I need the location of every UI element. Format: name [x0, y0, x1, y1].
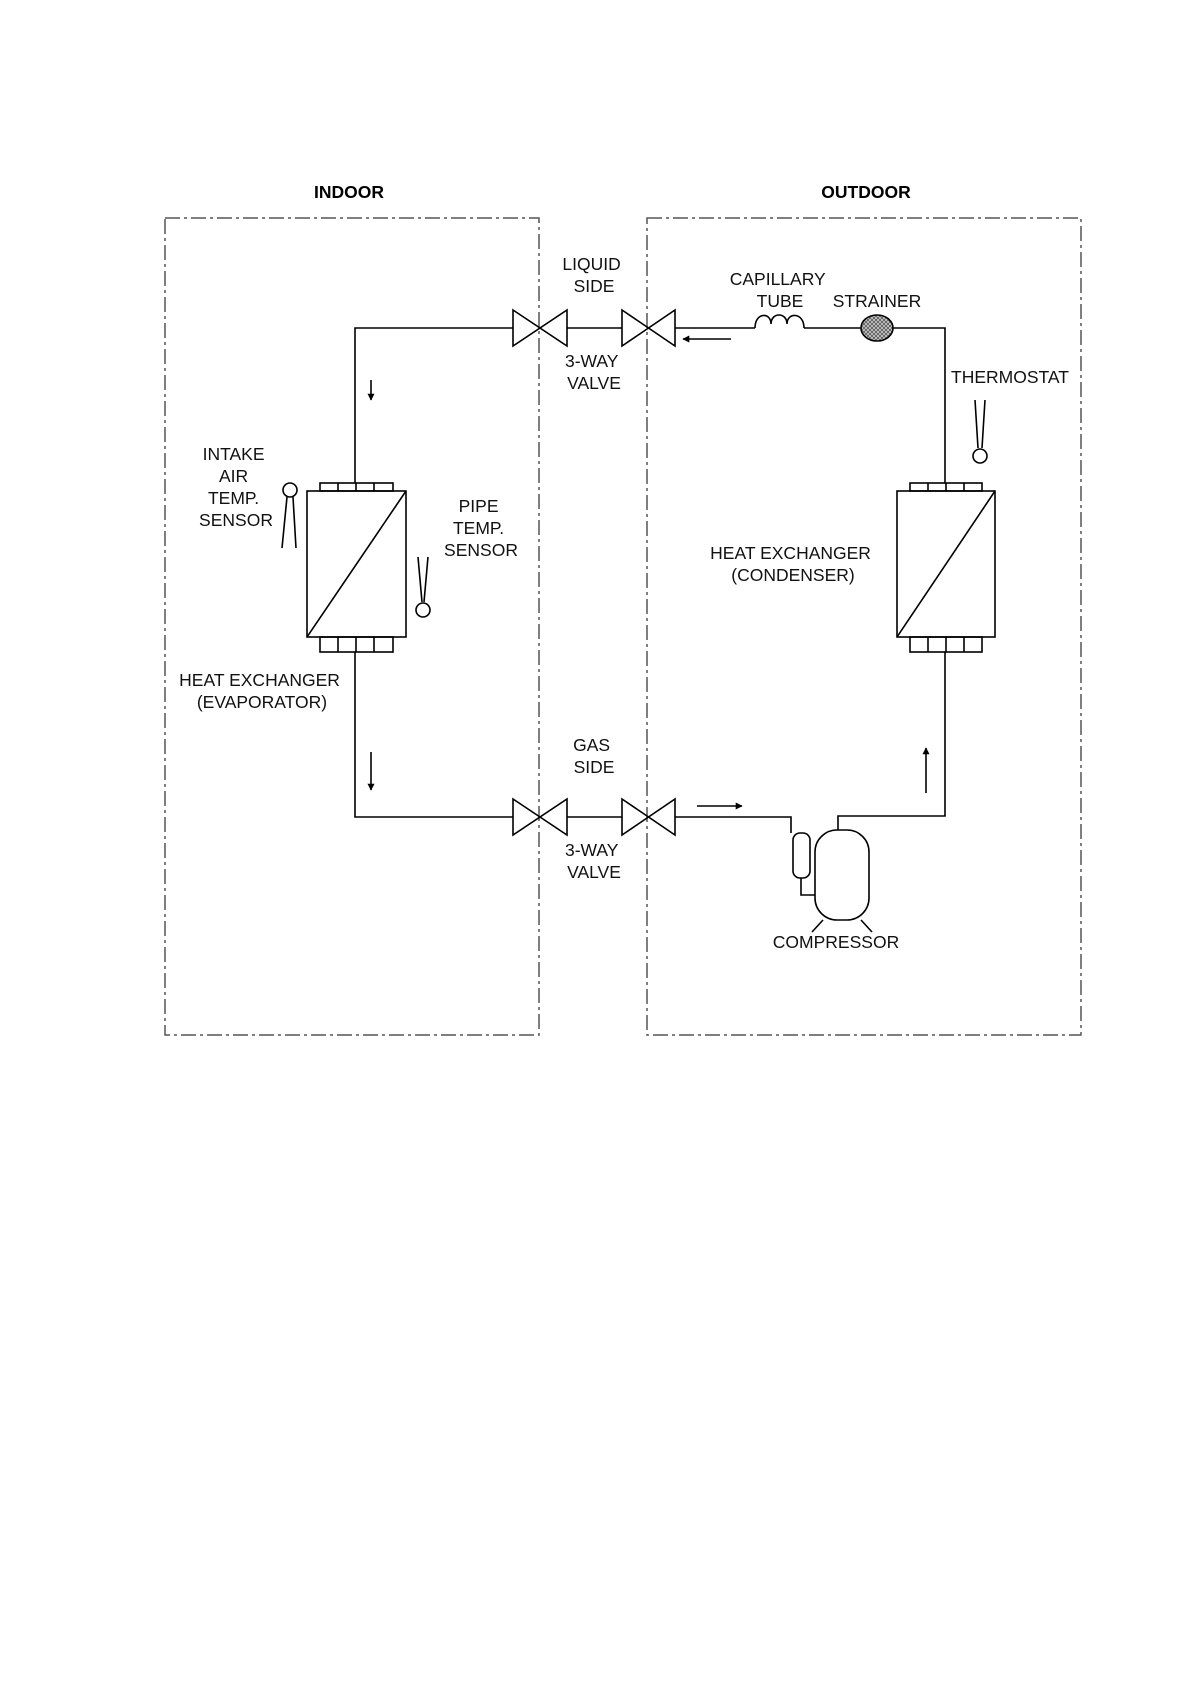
- evaporator-label: HEAT EXCHANGER (EVAPORATOR): [179, 670, 345, 712]
- strainer-symbol: [861, 315, 893, 341]
- liquid-valve-outdoor: [622, 310, 675, 346]
- pipe-temp-sensor-probe: [416, 557, 430, 617]
- piping: [355, 328, 945, 833]
- condenser-label: HEAT EXCHANGER (CONDENSER): [710, 543, 876, 585]
- valve-top-label: 3-WAY VALVE: [565, 351, 623, 393]
- valve-bottom-label: 3-WAY VALVE: [565, 840, 623, 882]
- gas-valve-outdoor: [622, 799, 675, 835]
- thermostat-label: THERMOSTAT: [951, 367, 1069, 387]
- liquid-valve-indoor: [513, 310, 567, 346]
- gas-line: [355, 652, 945, 833]
- evaporator-heat-exchanger: [307, 483, 406, 652]
- compressor-symbol: [793, 830, 872, 932]
- intake-air-temp-sensor-probe: [282, 483, 297, 548]
- indoor-title: INDOOR: [314, 182, 384, 202]
- condenser-heat-exchanger: [897, 483, 995, 652]
- strainer-label: STRAINER: [833, 291, 921, 311]
- intake-air-temp-sensor-label: INTAKE AIR TEMP. SENSOR: [199, 444, 273, 530]
- indoor-zone-boundary: [165, 218, 539, 1035]
- capillary-tube-label: CAPILLARY TUBE: [730, 269, 831, 311]
- liquid-line: [355, 328, 945, 483]
- liquid-side-label: LIQUID SIDE: [562, 254, 625, 296]
- gas-side-label: GAS SIDE: [573, 735, 615, 777]
- thermostat-probe: [973, 400, 987, 463]
- compressor-label: COMPRESSOR: [773, 932, 899, 952]
- pipe-temp-sensor-label: PIPE TEMP. SENSOR: [444, 496, 518, 560]
- capillary-tube-coil: [755, 315, 804, 328]
- outdoor-title: OUTDOOR: [821, 182, 911, 202]
- gas-valve-indoor: [513, 799, 567, 835]
